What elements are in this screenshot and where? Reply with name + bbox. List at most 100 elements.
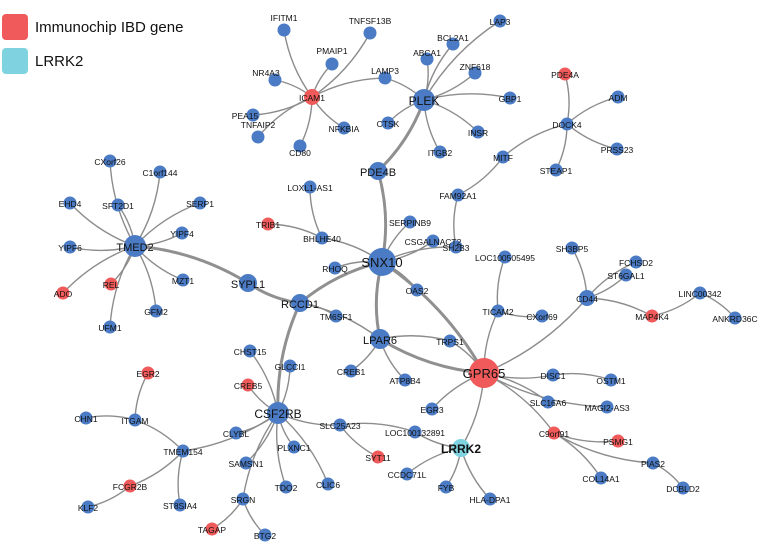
node-magi2-as3[interactable]: [600, 400, 614, 414]
node-abca1[interactable]: [420, 52, 434, 66]
node-syt11[interactable]: [371, 450, 385, 464]
node-sft2d1[interactable]: [111, 198, 125, 212]
node-bcl2a1[interactable]: [446, 37, 460, 51]
node-slc16a6[interactable]: [541, 395, 555, 409]
node-fchsd2[interactable]: [629, 255, 643, 269]
node-csgalnact2[interactable]: [426, 234, 440, 248]
node-ccdc71l[interactable]: [400, 467, 414, 481]
node-cd80[interactable]: [293, 139, 307, 153]
node-atp8b4[interactable]: [398, 373, 412, 387]
node-ehd4[interactable]: [63, 196, 77, 210]
node-tnfsf13b[interactable]: [363, 26, 377, 40]
node-dcbld2[interactable]: [676, 481, 690, 495]
node-mitf[interactable]: [496, 150, 510, 164]
node-trps1[interactable]: [443, 334, 457, 348]
node-cxorf69[interactable]: [535, 309, 549, 323]
node-serp1[interactable]: [193, 196, 207, 210]
node-rccd1[interactable]: [291, 294, 309, 312]
node-loc100505495[interactable]: [498, 250, 512, 264]
node-lpar6[interactable]: [370, 329, 390, 349]
node-rel[interactable]: [104, 277, 118, 291]
node-ifitm1[interactable]: [277, 23, 291, 37]
node-clybl[interactable]: [229, 426, 243, 440]
node-hla-dpa1[interactable]: [483, 492, 497, 506]
node-tmed2[interactable]: [124, 235, 146, 257]
node-nfkbia[interactable]: [337, 121, 351, 135]
node-fam92a1[interactable]: [451, 188, 465, 202]
node-linc00342[interactable]: [693, 286, 707, 300]
node-gpr65[interactable]: [469, 358, 499, 388]
node-dock4[interactable]: [560, 117, 574, 131]
node-rhoq[interactable]: [328, 261, 342, 275]
node-pias2[interactable]: [646, 456, 660, 470]
node-mzt1[interactable]: [176, 273, 190, 287]
node-pde4b[interactable]: [369, 162, 387, 180]
node-pmaip1[interactable]: [325, 57, 339, 71]
node-st8sia4[interactable]: [173, 498, 187, 512]
node-glcci1[interactable]: [283, 359, 297, 373]
node-lamp3[interactable]: [378, 71, 392, 85]
node-serpinb9[interactable]: [403, 215, 417, 229]
node-tnfaip2[interactable]: [251, 130, 265, 144]
node-pea15[interactable]: [246, 108, 260, 122]
node-slc25a23[interactable]: [333, 418, 347, 432]
node-itgam[interactable]: [128, 413, 142, 427]
node-adm[interactable]: [611, 90, 625, 104]
node-c9orf91[interactable]: [547, 426, 561, 440]
node-lap3[interactable]: [493, 14, 507, 28]
node-gfm2[interactable]: [149, 304, 163, 318]
node-sh2b3[interactable]: [449, 240, 463, 254]
node-nr4a3[interactable]: [268, 73, 282, 87]
node-cxorf26[interactable]: [103, 154, 117, 168]
node-tdo2[interactable]: [279, 480, 293, 494]
node-ostm1[interactable]: [604, 373, 618, 387]
node-prss23[interactable]: [610, 142, 624, 156]
node-gbp1[interactable]: [503, 91, 517, 105]
node-sypl1[interactable]: [239, 274, 257, 292]
node-csf2rb[interactable]: [267, 402, 289, 424]
node-btg2[interactable]: [258, 528, 272, 542]
node-srgn[interactable]: [236, 492, 250, 506]
node-plek[interactable]: [413, 89, 435, 111]
node-pde4a[interactable]: [558, 67, 572, 81]
node-itgb2[interactable]: [433, 145, 447, 159]
node-snx10[interactable]: [368, 248, 396, 276]
node-egr3[interactable]: [425, 402, 439, 416]
node-steap1[interactable]: [549, 163, 563, 177]
node-psmg1[interactable]: [611, 434, 625, 448]
node-egr2[interactable]: [141, 366, 155, 380]
node-loxl1-as1[interactable]: [303, 180, 317, 194]
node-col14a1[interactable]: [594, 471, 608, 485]
node-trib1[interactable]: [261, 217, 275, 231]
node-tmem154[interactable]: [176, 444, 190, 458]
node-creb1[interactable]: [344, 364, 358, 378]
node-fyb[interactable]: [439, 480, 453, 494]
node-ufm1[interactable]: [103, 320, 117, 334]
node-yipf4[interactable]: [175, 226, 189, 240]
node-icam1[interactable]: [304, 89, 320, 105]
node-lrrk2[interactable]: [452, 439, 470, 457]
node-chst15[interactable]: [243, 344, 257, 358]
node-disc1[interactable]: [546, 368, 560, 382]
node-ticam2[interactable]: [491, 304, 505, 318]
node-st6gal1[interactable]: [619, 268, 633, 282]
node-clic6[interactable]: [321, 477, 335, 491]
node-ankrd36c[interactable]: [728, 311, 742, 325]
node-tagap[interactable]: [205, 522, 219, 536]
node-insr[interactable]: [471, 125, 485, 139]
node-bhlhe40[interactable]: [315, 231, 329, 245]
node-creb5[interactable]: [241, 378, 255, 392]
node-klf2[interactable]: [81, 500, 95, 514]
node-plxnc1[interactable]: [287, 440, 301, 454]
node-tm6sf1[interactable]: [329, 309, 343, 323]
node-map4k4[interactable]: [645, 309, 659, 323]
node-c1orf144[interactable]: [153, 165, 167, 179]
node-ctsk[interactable]: [381, 116, 395, 130]
node-samsn1[interactable]: [239, 456, 253, 470]
node-oas2[interactable]: [410, 283, 424, 297]
node-chn1[interactable]: [79, 411, 93, 425]
node-sh3bp5[interactable]: [565, 241, 579, 255]
node-ado[interactable]: [56, 286, 70, 300]
node-loc100132891[interactable]: [408, 425, 422, 439]
node-fcgr2b[interactable]: [123, 479, 137, 493]
